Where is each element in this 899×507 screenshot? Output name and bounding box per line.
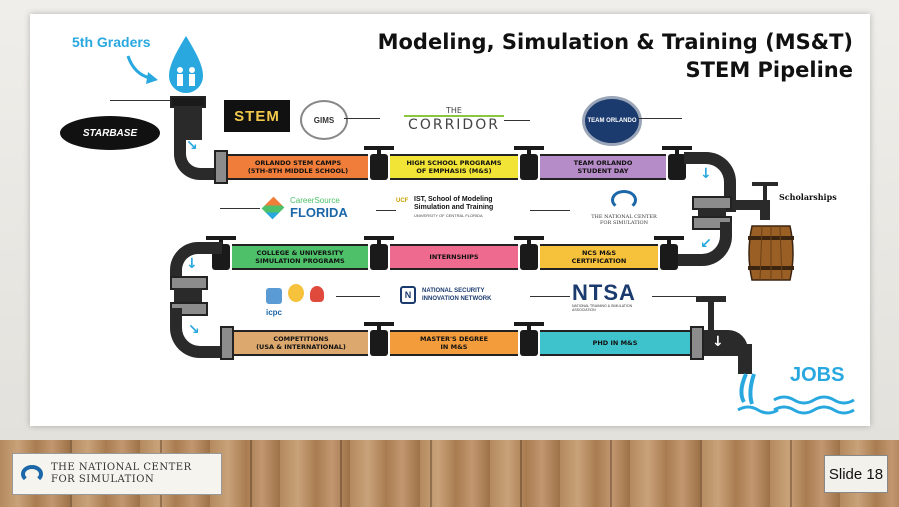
faucet — [763, 184, 767, 200]
pipe — [174, 288, 202, 306]
pipe-elbow — [174, 128, 226, 180]
ncs-swirl-icon — [611, 190, 637, 210]
icpc-logo: icpc — [262, 282, 334, 322]
faucet — [696, 296, 726, 302]
valve-icon — [364, 146, 394, 180]
pipe-coupler — [220, 326, 234, 360]
footer-org-name: THE NATIONAL CENTER FOR SIMULATION — [51, 462, 192, 485]
starbase-logo: STARBASE — [60, 116, 160, 150]
ntsa-logo: NTSA NATIONAL TRAINING & SIMULATION ASSO… — [572, 280, 636, 312]
stage-orlando-stem: ORLANDO STEM CAMPS (5TH-8TH MIDDLE SCHOO… — [228, 154, 368, 180]
stage-college: COLLEGE & UNIVERSITY SIMULATION PROGRAMS — [232, 244, 368, 270]
valve-icon — [514, 322, 544, 356]
plank-line — [340, 440, 342, 507]
icpc-red-icon — [310, 286, 324, 302]
water-drop-icon — [169, 36, 203, 93]
leader-line — [530, 296, 570, 297]
ncs-footer-logo: THE NATIONAL CENTER FOR SIMULATION — [12, 453, 222, 495]
leader-line — [504, 120, 530, 121]
barrel-icon — [748, 225, 794, 281]
leader-line — [652, 296, 702, 297]
arrow-icon — [126, 55, 158, 84]
valve-icon — [364, 236, 394, 270]
plank-line — [790, 440, 792, 507]
leader-line — [110, 100, 180, 101]
ist-ucf-logo: UCF IST, School of Modeling Simulation a… — [396, 196, 494, 218]
jobs-label: JOBS — [790, 364, 845, 386]
ncs-swirl-icon — [21, 465, 43, 483]
gims-logo: GIMS — [300, 100, 348, 140]
stage-phd: PHD IN M&S — [540, 330, 690, 356]
stage-internships: INTERNSHIPS — [390, 244, 518, 270]
slide-subtitle: STEM Pipeline — [685, 58, 853, 82]
flow-arrow-icon: ↘ — [188, 322, 200, 338]
corridor-logo: THE CORRIDOR — [404, 106, 504, 133]
flow-arrow-icon: ↓ — [712, 334, 724, 350]
pipe-coupler — [690, 326, 704, 360]
stage-competitions: COMPETITIONS (USA & INTERNATIONAL) — [234, 330, 368, 356]
valve-icon — [654, 236, 684, 270]
water-splash-icon — [737, 373, 779, 415]
plank-line — [430, 440, 432, 507]
slide-title: Modeling, Simulation & Training (MS&T) — [377, 30, 853, 54]
valve-icon — [364, 322, 394, 356]
flow-arrow-icon: ↙ — [700, 236, 712, 252]
leader-line — [336, 296, 380, 297]
nsin-logo: N NATIONAL SECURITY INNOVATION NETWORK — [400, 286, 528, 310]
stage-team-orlando: TEAM ORLANDO STUDENT DAY — [540, 154, 666, 180]
leader-line — [344, 118, 380, 119]
ncs-logo: THE NATIONAL CENTER FOR SIMULATION — [574, 190, 674, 226]
pipe-coupler — [214, 150, 228, 184]
stage-ncs-certification: NCS M&S CERTIFICATION — [540, 244, 658, 270]
plank-line — [520, 440, 522, 507]
flow-arrow-icon: ↓ — [700, 166, 712, 182]
faucet — [708, 300, 714, 332]
careersource-icon — [261, 196, 285, 220]
faucet — [738, 344, 752, 374]
plank-line — [610, 440, 612, 507]
leader-line — [376, 210, 396, 211]
faucet — [734, 200, 766, 210]
leader-line — [530, 210, 570, 211]
fifth-graders-label: 5th Graders — [72, 34, 151, 50]
nsin-shield-icon: N — [400, 286, 416, 304]
leader-line — [638, 118, 682, 119]
stage-high-school: HIGH SCHOOL PROGRAMS OF EMPHASIS (M&S) — [390, 154, 518, 180]
waves-icon — [773, 395, 855, 415]
slide-number: Slide 18 — [824, 455, 888, 493]
stem-logo: STEM — [224, 100, 290, 132]
faucet — [760, 200, 770, 220]
scholarships-label: Scholarships — [779, 192, 837, 202]
stage-masters: MASTER'S DEGREE IN M&S — [390, 330, 518, 356]
valve-icon — [662, 146, 692, 180]
careersource-logo: CareerSource FLORIDA — [261, 194, 358, 224]
leader-line — [220, 208, 260, 209]
icpc-yellow-icon — [288, 284, 304, 302]
valve-icon — [514, 146, 544, 180]
valve-icon — [514, 236, 544, 270]
flow-arrow-icon: ↘ — [186, 138, 198, 154]
plank-line — [700, 440, 702, 507]
plank-line — [250, 440, 252, 507]
icpc-blue-icon — [266, 288, 282, 304]
flow-arrow-icon: ↓ — [186, 256, 198, 272]
team-orlando-logo: TEAM ORLANDO — [582, 96, 642, 146]
